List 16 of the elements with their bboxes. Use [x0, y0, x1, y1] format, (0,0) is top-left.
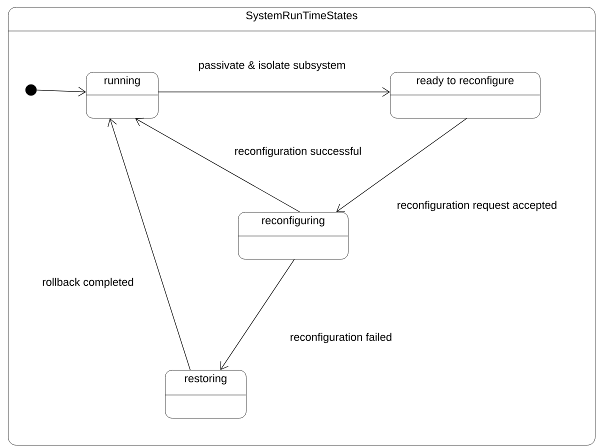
edge-label: reconfiguration request accepted [396, 200, 558, 212]
state-box: running [86, 72, 158, 118]
state-box: restoring [165, 370, 246, 418]
edge-label: passivate & isolate subsystem [197, 60, 347, 72]
edge-label: reconfiguration failed [288, 332, 394, 344]
transition-arrow [36, 86, 86, 96]
edge-label: reconfiguration successful [233, 146, 363, 158]
state-box: reconfiguring [238, 212, 348, 260]
initial-state-dot [25, 84, 37, 96]
transition-arrow [220, 259, 295, 370]
transition-arrow [158, 87, 390, 97]
transition-arrow [135, 118, 300, 212]
edge-label: rollback completed [41, 276, 135, 290]
state-box: ready to reconfigure [390, 72, 540, 118]
transition-arrow [108, 118, 191, 370]
transition-arrow [336, 118, 467, 212]
